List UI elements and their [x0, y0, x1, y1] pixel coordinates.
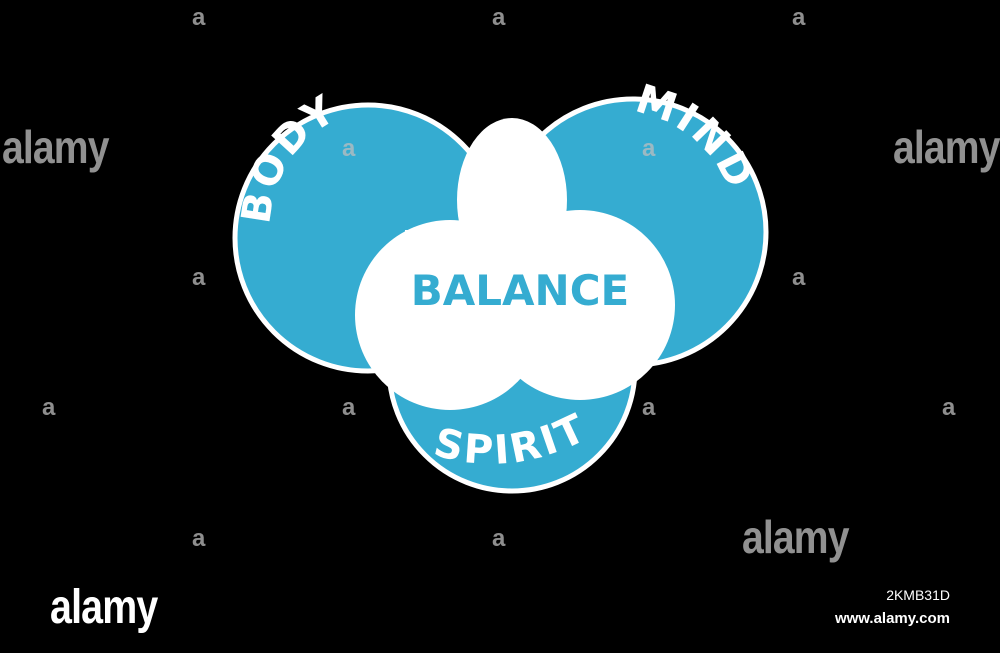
watermark-glyph: a	[642, 394, 656, 421]
watermark-glyph: a	[192, 525, 206, 552]
watermark-glyph: a	[192, 4, 206, 31]
watermark-glyph: a	[792, 264, 806, 291]
watermark-word: alamy	[742, 511, 849, 563]
watermark-glyph: a	[492, 4, 506, 31]
watermark-glyph: a	[342, 394, 356, 421]
balance-label: BALANCE	[411, 266, 629, 315]
alamy-logo: alamy	[50, 581, 158, 634]
watermark-glyph: a	[492, 525, 506, 552]
image-id: 2KMB31D	[886, 587, 950, 603]
site-url: www.alamy.com	[834, 610, 950, 627]
watermark-glyph: a	[792, 4, 806, 31]
watermark-glyph: a	[942, 394, 956, 421]
watermark-glyph: a	[342, 135, 356, 162]
watermark-word: alamy	[2, 121, 109, 173]
balance-region	[355, 118, 675, 410]
watermark-word: alamy	[893, 121, 1000, 173]
watermark-glyph: a	[42, 394, 56, 421]
watermark-glyph: a	[642, 135, 656, 162]
watermark-glyph: a	[192, 264, 206, 291]
